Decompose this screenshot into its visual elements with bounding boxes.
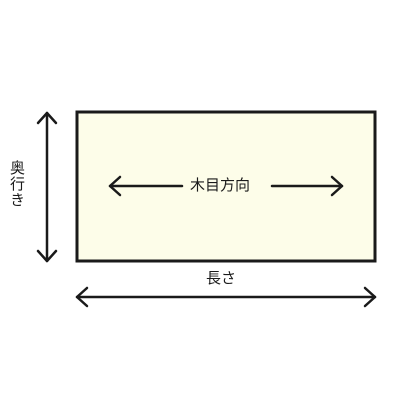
length-label: 長さ: [206, 269, 237, 287]
grain-direction-arrow: [108, 175, 344, 197]
length-arrow: [75, 286, 377, 308]
depth-label: 奥行き: [8, 160, 26, 208]
depth-arrow: [36, 111, 58, 263]
grain-direction-label: 木目方向: [188, 176, 253, 194]
